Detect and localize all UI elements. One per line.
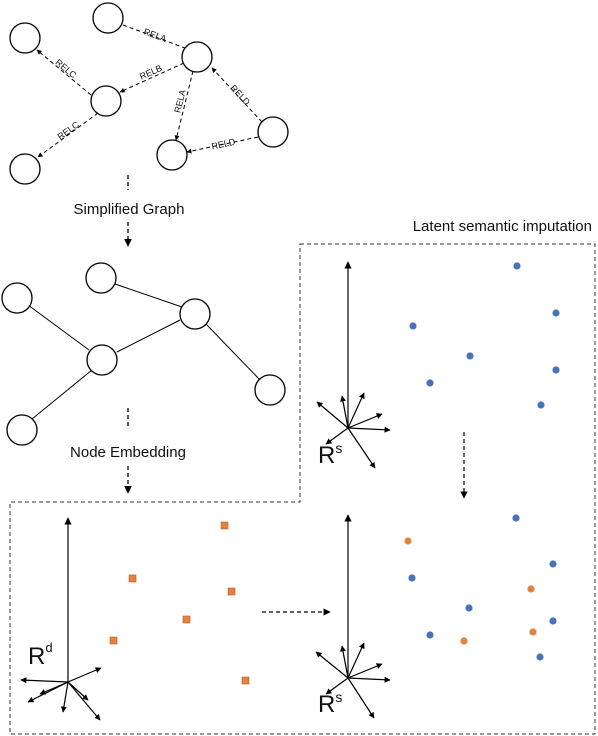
semantic-point <box>426 631 434 639</box>
semantic-point <box>409 322 417 330</box>
semantic-point <box>537 401 545 409</box>
semantic-point <box>465 604 473 612</box>
graph-node <box>1 282 33 314</box>
embedding-point <box>128 574 137 583</box>
edge-label: RELD <box>211 137 237 152</box>
node-embedding-points <box>109 521 250 685</box>
graph-node <box>86 344 118 376</box>
imputed-point <box>527 585 535 593</box>
graph-edge <box>27 304 90 351</box>
graph-edge <box>116 319 181 353</box>
embedding-point <box>182 615 191 624</box>
edge-relD-upper <box>211 67 263 123</box>
semantic-point <box>408 574 416 582</box>
rs-top-sup: s <box>335 440 342 456</box>
semantic-point <box>549 617 557 625</box>
edge-label: RELC <box>56 119 82 141</box>
edge-label: RELC <box>54 57 79 80</box>
semantic-point <box>536 653 544 661</box>
semantic-point <box>466 352 474 360</box>
graph-edge <box>114 283 183 308</box>
embedding-point <box>227 587 236 596</box>
edge-relA-mid <box>174 70 194 141</box>
edge-label: RELD <box>228 83 252 108</box>
semantic-point <box>426 379 434 387</box>
graph-edge <box>31 369 93 420</box>
knowledge-graph: RELA RELC RELB RELA RELD RELC RELD <box>9 2 289 185</box>
graph-node <box>257 116 289 148</box>
rs-bottom-label: Rs <box>318 689 342 718</box>
graph-edge <box>205 323 261 381</box>
graph-node <box>6 414 38 446</box>
semantic-point <box>552 366 560 374</box>
semantic-point <box>512 514 520 522</box>
rd-base: R <box>28 643 45 670</box>
edge-relD-lower <box>186 136 259 154</box>
graph-node <box>254 374 286 406</box>
rs-bottom-base: R <box>318 691 335 718</box>
imputed-point <box>460 637 468 645</box>
semantic-point <box>549 560 557 568</box>
semantic-point <box>513 262 521 270</box>
imputed-point <box>404 537 412 545</box>
edge-label: RELA <box>142 26 168 43</box>
graph-node <box>9 153 41 185</box>
semantic-space-top-points <box>409 262 560 409</box>
rd-axes <box>20 517 102 721</box>
simplified-graph-caption: Simplified Graph <box>74 201 185 218</box>
embedding-point <box>220 521 229 530</box>
node-embedding-caption: Node Embedding <box>70 444 186 461</box>
latent-semantic-imputation-title: Latent semantic imputation <box>413 218 592 235</box>
rd-sup: d <box>45 640 52 655</box>
semantic-space-bottom-points <box>404 514 557 661</box>
rs-top-label: Rs <box>318 440 342 469</box>
graph-node <box>90 85 122 117</box>
edge-label: RELB <box>138 63 164 82</box>
rs-top-axes <box>316 261 391 469</box>
embedding-point <box>241 676 250 685</box>
edge-relC-top <box>36 49 92 96</box>
rs-top-base: R <box>318 442 335 469</box>
imputed-point <box>529 628 537 636</box>
graph-node <box>85 262 117 294</box>
graph-node <box>92 2 124 34</box>
imputation-region-border <box>9 243 596 735</box>
semantic-point <box>552 309 560 317</box>
simplified-graph <box>1 262 286 446</box>
edge-relC-bottom <box>37 112 99 158</box>
rs-bottom-sup: s <box>335 689 342 705</box>
graph-node <box>179 298 211 330</box>
rd-label: Rd <box>28 640 53 670</box>
rs-bottom-axes <box>315 514 391 719</box>
graph-node <box>156 139 188 171</box>
edge-relB <box>119 62 185 93</box>
graph-node <box>181 41 213 73</box>
embedding-point <box>109 636 118 645</box>
graph-node <box>9 22 41 54</box>
